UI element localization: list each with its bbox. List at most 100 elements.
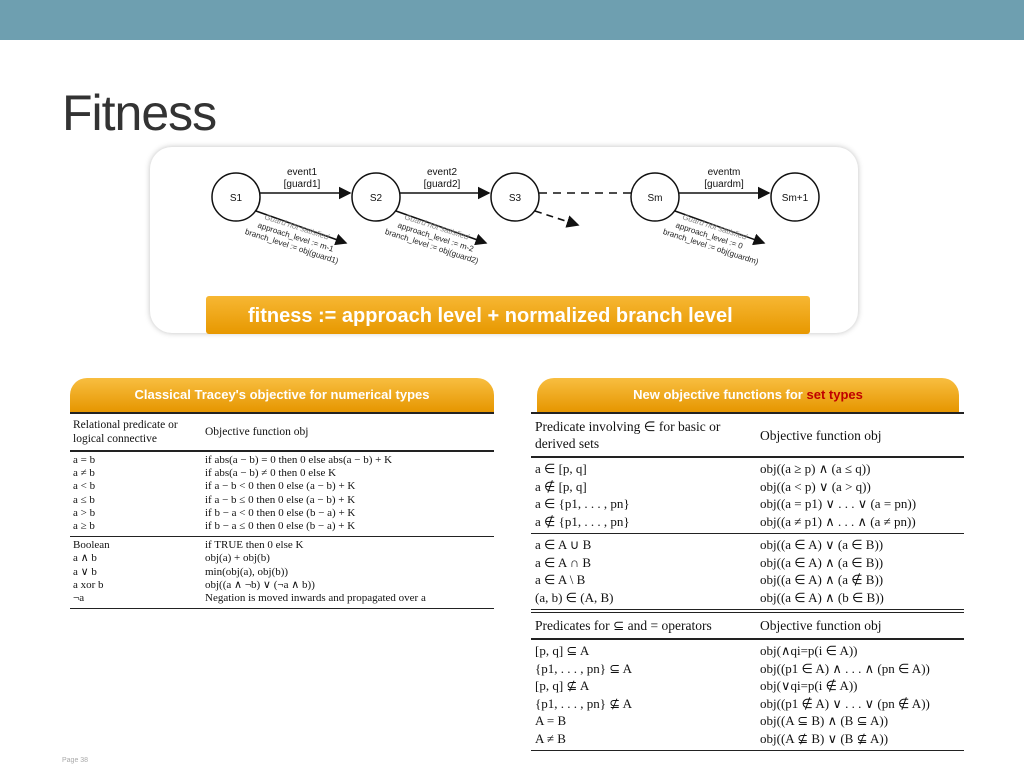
predicate-cell: a ∉ [p, q] — [535, 478, 587, 494]
event-label-2: event2 — [427, 167, 457, 178]
failure-arrow-m — [674, 210, 766, 246]
predicate-cell: a ∈ A ∪ B — [535, 537, 592, 552]
objective-cell: obj((p1 ∉ A) ∨ . . . ∨ (pn ∉ A)) — [760, 695, 930, 711]
state-sm-plus-1: Sm+1 — [770, 172, 820, 222]
predicate-cell: a ≥ b — [73, 520, 95, 533]
table-row: a ∨ b min(obj(a), obj(b)) — [70, 566, 494, 579]
state-s1: S1 — [211, 172, 261, 222]
objective-cell: obj((a < p) ∨ (a > q)) — [760, 478, 871, 494]
svg-text:Sm+1: Sm+1 — [782, 193, 809, 204]
predicate-cell: [p, q] ⊈ A — [535, 678, 590, 693]
slide-title: Fitness — [62, 85, 217, 141]
state-sm: Sm — [630, 172, 680, 222]
event-label-1: event1 — [287, 167, 317, 178]
fitness-formula-banner: fitness := approach level + normalized b… — [206, 296, 810, 334]
table-row: a ∉ {p1, . . . , pn} obj((a ≠ p1) ∧ . . .… — [531, 513, 964, 531]
right-panel-title: New objective functions for set types — [537, 378, 959, 412]
objective-cell: obj((A ⊆ B) ∧ (B ⊆ A)) — [760, 713, 889, 728]
col-header-predicate: Relational predicate or logical connecti… — [73, 419, 178, 445]
predicate-cell: a ∨ b — [73, 565, 97, 578]
predicate-cell: (a, b) ∈ (A, B) — [535, 589, 614, 605]
objective-cell: min(obj(a), obj(b)) — [205, 565, 289, 578]
predicate-cell: a ≤ b — [73, 493, 95, 506]
objective-cell: obj((a ∈ A) ∨ (a ∈ B)) — [760, 537, 884, 552]
predicate-cell: a = b — [73, 454, 96, 466]
table-row: {p1, . . . , pn} ⊈ A obj((p1 ∉ A) ∨ . . .… — [531, 695, 964, 713]
guard-label-1: [guard1] — [284, 179, 321, 190]
guard-label-2: [guard2] — [424, 179, 461, 190]
left-objective-table: Relational predicate or logical connecti… — [70, 412, 494, 610]
objective-cell: obj((a ∈ A) ∧ (b ∈ B)) — [760, 589, 884, 605]
predicate-cell: Boolean — [73, 539, 110, 552]
predicate-cell: a ≠ b — [73, 467, 95, 480]
left-panel-title: Classical Tracey's objective for numeric… — [70, 378, 494, 412]
objective-cell: obj(∨qi=p(i ∉ A)) — [760, 678, 858, 693]
table-row: {p1, . . . , pn} ⊆ A obj((p1 ∈ A) ∧ . . .… — [531, 660, 964, 678]
svg-text:Sm: Sm — [648, 193, 663, 204]
table-row: a ∉ [p, q] obj((a < p) ∨ (a > q)) — [531, 478, 964, 496]
predicate-cell: a ∧ b — [73, 552, 97, 565]
table-row: a ∈ A \ B obj((a ∈ A) ∧ (a ∉ B)) — [531, 571, 964, 589]
objective-cell: if abs(a − b) = 0 then 0 else abs(a − b)… — [205, 454, 393, 466]
table-row: (a, b) ∈ (A, B) obj((a ∈ A) ∧ (b ∈ B)) — [531, 589, 964, 607]
svg-text:S1: S1 — [230, 193, 243, 204]
objective-cell: obj(a) + obj(b) — [205, 552, 270, 565]
objective-cell: if a − b ≤ 0 then 0 else (a − b) + K — [205, 493, 356, 506]
table-row: a ∈ A ∪ B obj((a ∈ A) ∨ (a ∈ B)) — [531, 536, 964, 554]
predicate-cell: {p1, . . . , pn} ⊈ A — [535, 695, 633, 711]
guard-label-m: [guardm] — [704, 179, 744, 190]
col-header-objective: Objective function obj — [760, 427, 882, 443]
right-title-highlight: set types — [806, 387, 863, 402]
predicate-cell: a < b — [73, 480, 96, 493]
svg-text:S3: S3 — [509, 193, 522, 204]
failure-arrow-1 — [255, 210, 348, 246]
objective-cell: Negation is moved inwards and propagated… — [205, 592, 426, 605]
state-diagram: S1 S2 S3 Sm Sm+1 event1 [guard1] — [211, 167, 820, 267]
table-row: a ∈ {p1, . . . , pn} obj((a = p1) ∨ . . .… — [531, 495, 964, 513]
table-row: a = b if abs(a − b) = 0 then 0 else abs(a… — [70, 454, 494, 467]
objective-cell: obj(∧qi=p(i ∈ A)) — [760, 643, 858, 658]
page-footer: Page 38 — [62, 757, 89, 764]
predicate-cell: a ∉ {p1, . . . , pn} — [535, 513, 630, 529]
right-title-prefix: New objective functions for — [633, 387, 807, 402]
predicate-cell: a ∈ A ∩ B — [535, 554, 592, 570]
objective-cell: obj((p1 ∈ A) ∧ . . . ∧ (pn ∈ A)) — [760, 660, 930, 676]
sub-col-header-predicate: Predicates for ⊆ and = operators — [535, 618, 712, 633]
objective-cell: obj((a = p1) ∨ . . . ∨ (a = pn)) — [760, 496, 917, 511]
predicate-cell: a ∈ A \ B — [535, 572, 586, 587]
row-group: a ∈ [p, q] obj((a ≥ p) ∧ (a ≤ q)) a ∉ [p, … — [531, 458, 964, 534]
table-row: a ≤ b if a − b ≤ 0 then 0 else (a − b) + … — [70, 494, 494, 507]
table-header: Predicate involving ∈ for basic or deriv… — [531, 414, 964, 458]
predicate-cell: {p1, . . . , pn} ⊆ A — [535, 660, 633, 676]
state-s3: S3 — [490, 172, 540, 222]
predicate-cell: a xor b — [73, 578, 104, 591]
table-row: a ∈ [p, q] obj((a ≥ p) ∧ (a ≤ q)) — [531, 460, 964, 478]
predicate-cell: A = B — [535, 713, 567, 728]
table-header: Relational predicate or logical connecti… — [70, 414, 494, 452]
table-row: a ∧ b obj(a) + obj(b) — [70, 552, 494, 565]
objective-cell: if b − a < 0 then 0 else (b − a) + K — [205, 506, 356, 519]
predicate-cell: a ∈ [p, q] — [535, 461, 587, 476]
predicate-cell: a ∈ {p1, . . . , pn} — [535, 496, 630, 511]
sub-table-header: Predicates for ⊆ and = operators Objecti… — [531, 613, 964, 640]
dashed-failure-arrow — [534, 210, 580, 228]
col-header-predicate: Predicate involving ∈ for basic or deriv… — [535, 419, 721, 451]
right-objective-table: Predicate involving ∈ for basic or deriv… — [531, 412, 964, 751]
objective-cell: obj((a ∈ A) ∧ (a ∉ B)) — [760, 572, 884, 587]
col-header-objective: Objective function obj — [205, 426, 309, 438]
objective-cell: obj((a ≠ p1) ∧ . . . ∧ (a ≠ pn)) — [760, 513, 916, 529]
objective-cell: obj((a ≥ p) ∧ (a ≤ q)) — [760, 461, 871, 476]
top-bar — [0, 0, 1024, 40]
row-group: a ∈ A ∪ B obj((a ∈ A) ∨ (a ∈ B)) a ∈ A ∩ B… — [531, 534, 964, 613]
